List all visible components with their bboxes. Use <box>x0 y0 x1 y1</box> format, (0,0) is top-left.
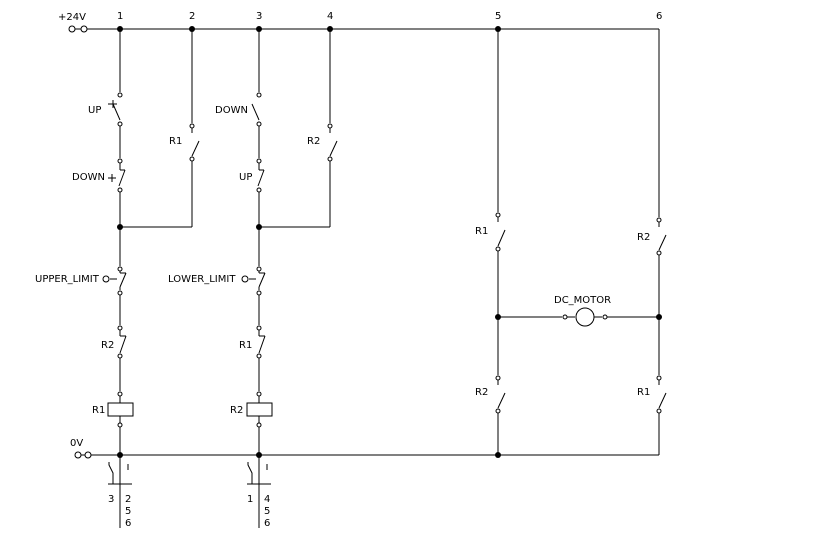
cross-ref-number: 6 <box>264 518 270 529</box>
contact-label: R1 <box>637 387 650 398</box>
rung-2: DOWN UP R2 <box>168 29 338 455</box>
supply-terminal <box>68 25 76 33</box>
cross-ref-number: 5 <box>264 506 270 517</box>
column-number: 2 <box>189 11 195 22</box>
relay-coil-r1: R1 <box>92 391 134 428</box>
cross-ref-number: 3 <box>108 494 114 505</box>
column-number: 5 <box>495 11 501 22</box>
cross-reference-r2: 1 4 5 6 <box>247 455 271 529</box>
cross-ref-number: 5 <box>125 506 131 517</box>
contact-label: DOWN <box>72 172 105 183</box>
r1-motor-contact-top: R1 <box>475 212 506 252</box>
r2-hold-contact: R2 <box>307 123 338 162</box>
motor-icon <box>575 307 595 327</box>
r1-hold-contact: R1 <box>169 123 200 162</box>
contact-label: R1 <box>239 340 252 351</box>
junctions <box>117 26 662 458</box>
motor-label: DC_MOTOR <box>554 295 611 306</box>
r2-interlock-contact: R2 <box>101 325 127 359</box>
contact-label: UP <box>239 172 252 183</box>
contact-label: R1 <box>169 136 182 147</box>
r1-motor-contact-bottom: R1 <box>637 375 667 414</box>
contact-label: UP <box>88 105 101 116</box>
contact-label: DOWN <box>215 105 248 116</box>
contact-label: R2 <box>101 340 114 351</box>
lower-limit-switch: LOWER_LIMIT <box>168 266 266 296</box>
supply-rail: +24V <box>58 12 659 33</box>
coil-label: R1 <box>92 405 105 416</box>
cross-ref-number: 1 <box>247 494 253 505</box>
r1-interlock-contact: R1 <box>239 325 266 359</box>
coil-label: R2 <box>230 405 243 416</box>
upper-limit-switch: UPPER_LIMIT <box>35 266 127 296</box>
column-numbers: 1 2 3 4 5 6 <box>117 11 662 22</box>
contact-label: UPPER_LIMIT <box>35 274 100 285</box>
relay-coil-r2: R2 <box>230 391 273 428</box>
ground-rail: 0V <box>70 438 659 459</box>
contact-label: R2 <box>475 387 488 398</box>
ground-terminal <box>74 451 82 459</box>
up-pushbutton-contact: UP <box>239 158 265 193</box>
motor-bridge: R1 R2 R2 R1 <box>475 29 667 455</box>
rung-1: UP DOWN R1 <box>35 29 200 455</box>
supply-label: +24V <box>58 12 86 23</box>
column-number: 1 <box>117 11 123 22</box>
cross-reference-r1: 3 2 5 6 <box>108 455 132 529</box>
cross-ref-number: 6 <box>125 518 131 529</box>
down-pushbutton-contact: DOWN <box>215 92 262 127</box>
contact-label: R2 <box>637 232 650 243</box>
contact-label: R2 <box>307 136 320 147</box>
column-number: 4 <box>327 11 333 22</box>
column-number: 3 <box>256 11 262 22</box>
contact-label: R1 <box>475 226 488 237</box>
down-pushbutton-contact: DOWN <box>72 158 126 193</box>
r2-motor-contact-bottom: R2 <box>475 375 506 414</box>
column-number: 6 <box>656 11 662 22</box>
cross-ref-number: 4 <box>264 494 270 505</box>
ground-label: 0V <box>70 438 83 449</box>
contact-label: LOWER_LIMIT <box>168 274 236 285</box>
up-pushbutton-contact: UP <box>88 92 123 127</box>
cross-ref-number: 2 <box>125 494 131 505</box>
dc-motor: DC_MOTOR <box>498 295 659 327</box>
r2-motor-contact-top: R2 <box>637 217 667 256</box>
